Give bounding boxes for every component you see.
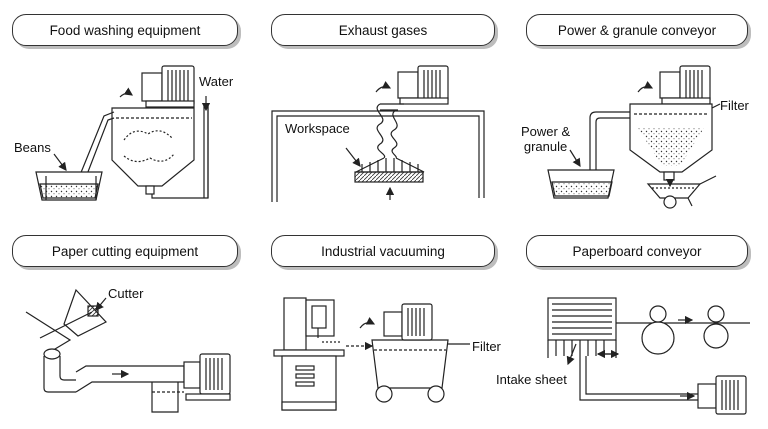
paperboard-conveyor-diagram [547, 297, 750, 415]
panel-title-exhaust-gases: Exhaust gases [271, 14, 495, 46]
label-cutter: Cutter [108, 286, 144, 301]
panel-title-industrial-vacuuming: Industrial vacuuming [271, 235, 495, 267]
label-workspace: Workspace [285, 121, 350, 136]
blower-vacuum [359, 303, 433, 341]
food-washing-diagram [35, 65, 211, 201]
blower-exhaust [375, 65, 449, 105]
label-intake-sheet: Intake sheet [496, 372, 567, 387]
panel-title-power-granule-conveyor: Power & granule conveyor [526, 14, 748, 46]
label-filter-vacuum: Filter [472, 339, 501, 354]
panel-title-food-washing: Food washing equipment [12, 14, 238, 46]
label-filter-top: Filter [720, 98, 749, 113]
panel-title-paper-cutting: Paper cutting equipment [12, 235, 238, 267]
paper-cutting-diagram [25, 288, 231, 413]
blower-paperboard [697, 375, 747, 415]
blower-paper-cutting [183, 353, 231, 401]
label-water: Water [199, 74, 234, 89]
power-granule-conveyor-diagram [547, 65, 721, 209]
blower-granule [637, 65, 711, 105]
panel-title-paperboard-conveyor: Paperboard conveyor [526, 235, 748, 267]
blower-food-washing [119, 65, 195, 108]
label-power-granule: Power & granule [521, 124, 571, 154]
label-beans: Beans [14, 140, 51, 155]
industrial-vacuuming-diagram [273, 297, 470, 411]
exhaust-gases-diagram [271, 65, 485, 202]
